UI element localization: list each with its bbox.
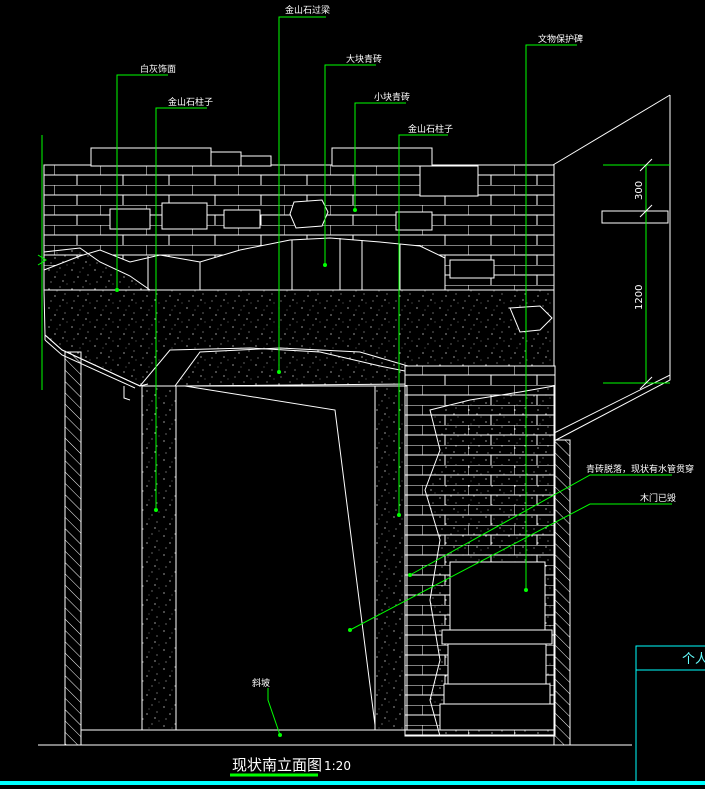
right-wall <box>553 439 571 746</box>
label-heritage-plaque: 文物保护碑 <box>538 33 583 45</box>
dimension-lines <box>603 158 670 390</box>
label-door-damaged: 木门已毁 <box>640 492 676 504</box>
label-small-brick: 小块青砖 <box>374 91 410 103</box>
wall-bracket <box>601 210 669 224</box>
leader-dots <box>115 208 528 737</box>
right-eave <box>547 94 671 445</box>
heritage-plaque <box>439 561 555 731</box>
label-stone-column-left: 金山石柱子 <box>168 96 213 108</box>
drawing-title: 现状南立面图 <box>232 756 322 774</box>
label-stone-column-right: 金山石柱子 <box>408 123 453 135</box>
upper-brick-wall <box>43 147 555 291</box>
label-white-ash-face: 白灰饰面 <box>140 63 176 75</box>
right-stone-column <box>374 385 408 731</box>
title-block-name: 个人 <box>682 652 705 667</box>
label-jinshan-lintel: 金山石过梁 <box>285 4 330 16</box>
left-stone-column <box>141 385 177 731</box>
label-brick-damage: 青砖脱落，现状有水管贯穿 <box>586 463 694 475</box>
dimension-1200: 1200 <box>634 285 645 310</box>
door-opening <box>81 385 554 731</box>
label-large-brick: 大块青砖 <box>346 53 382 65</box>
drawing-scale: 1:20 <box>324 759 351 773</box>
label-ramp: 斜坡 <box>252 677 270 689</box>
sheet-border-bottom <box>0 781 705 785</box>
left-wall <box>64 351 82 746</box>
dimension-300: 300 <box>634 181 645 200</box>
leader-lines <box>116 16 672 736</box>
left-section-marker <box>37 135 47 390</box>
